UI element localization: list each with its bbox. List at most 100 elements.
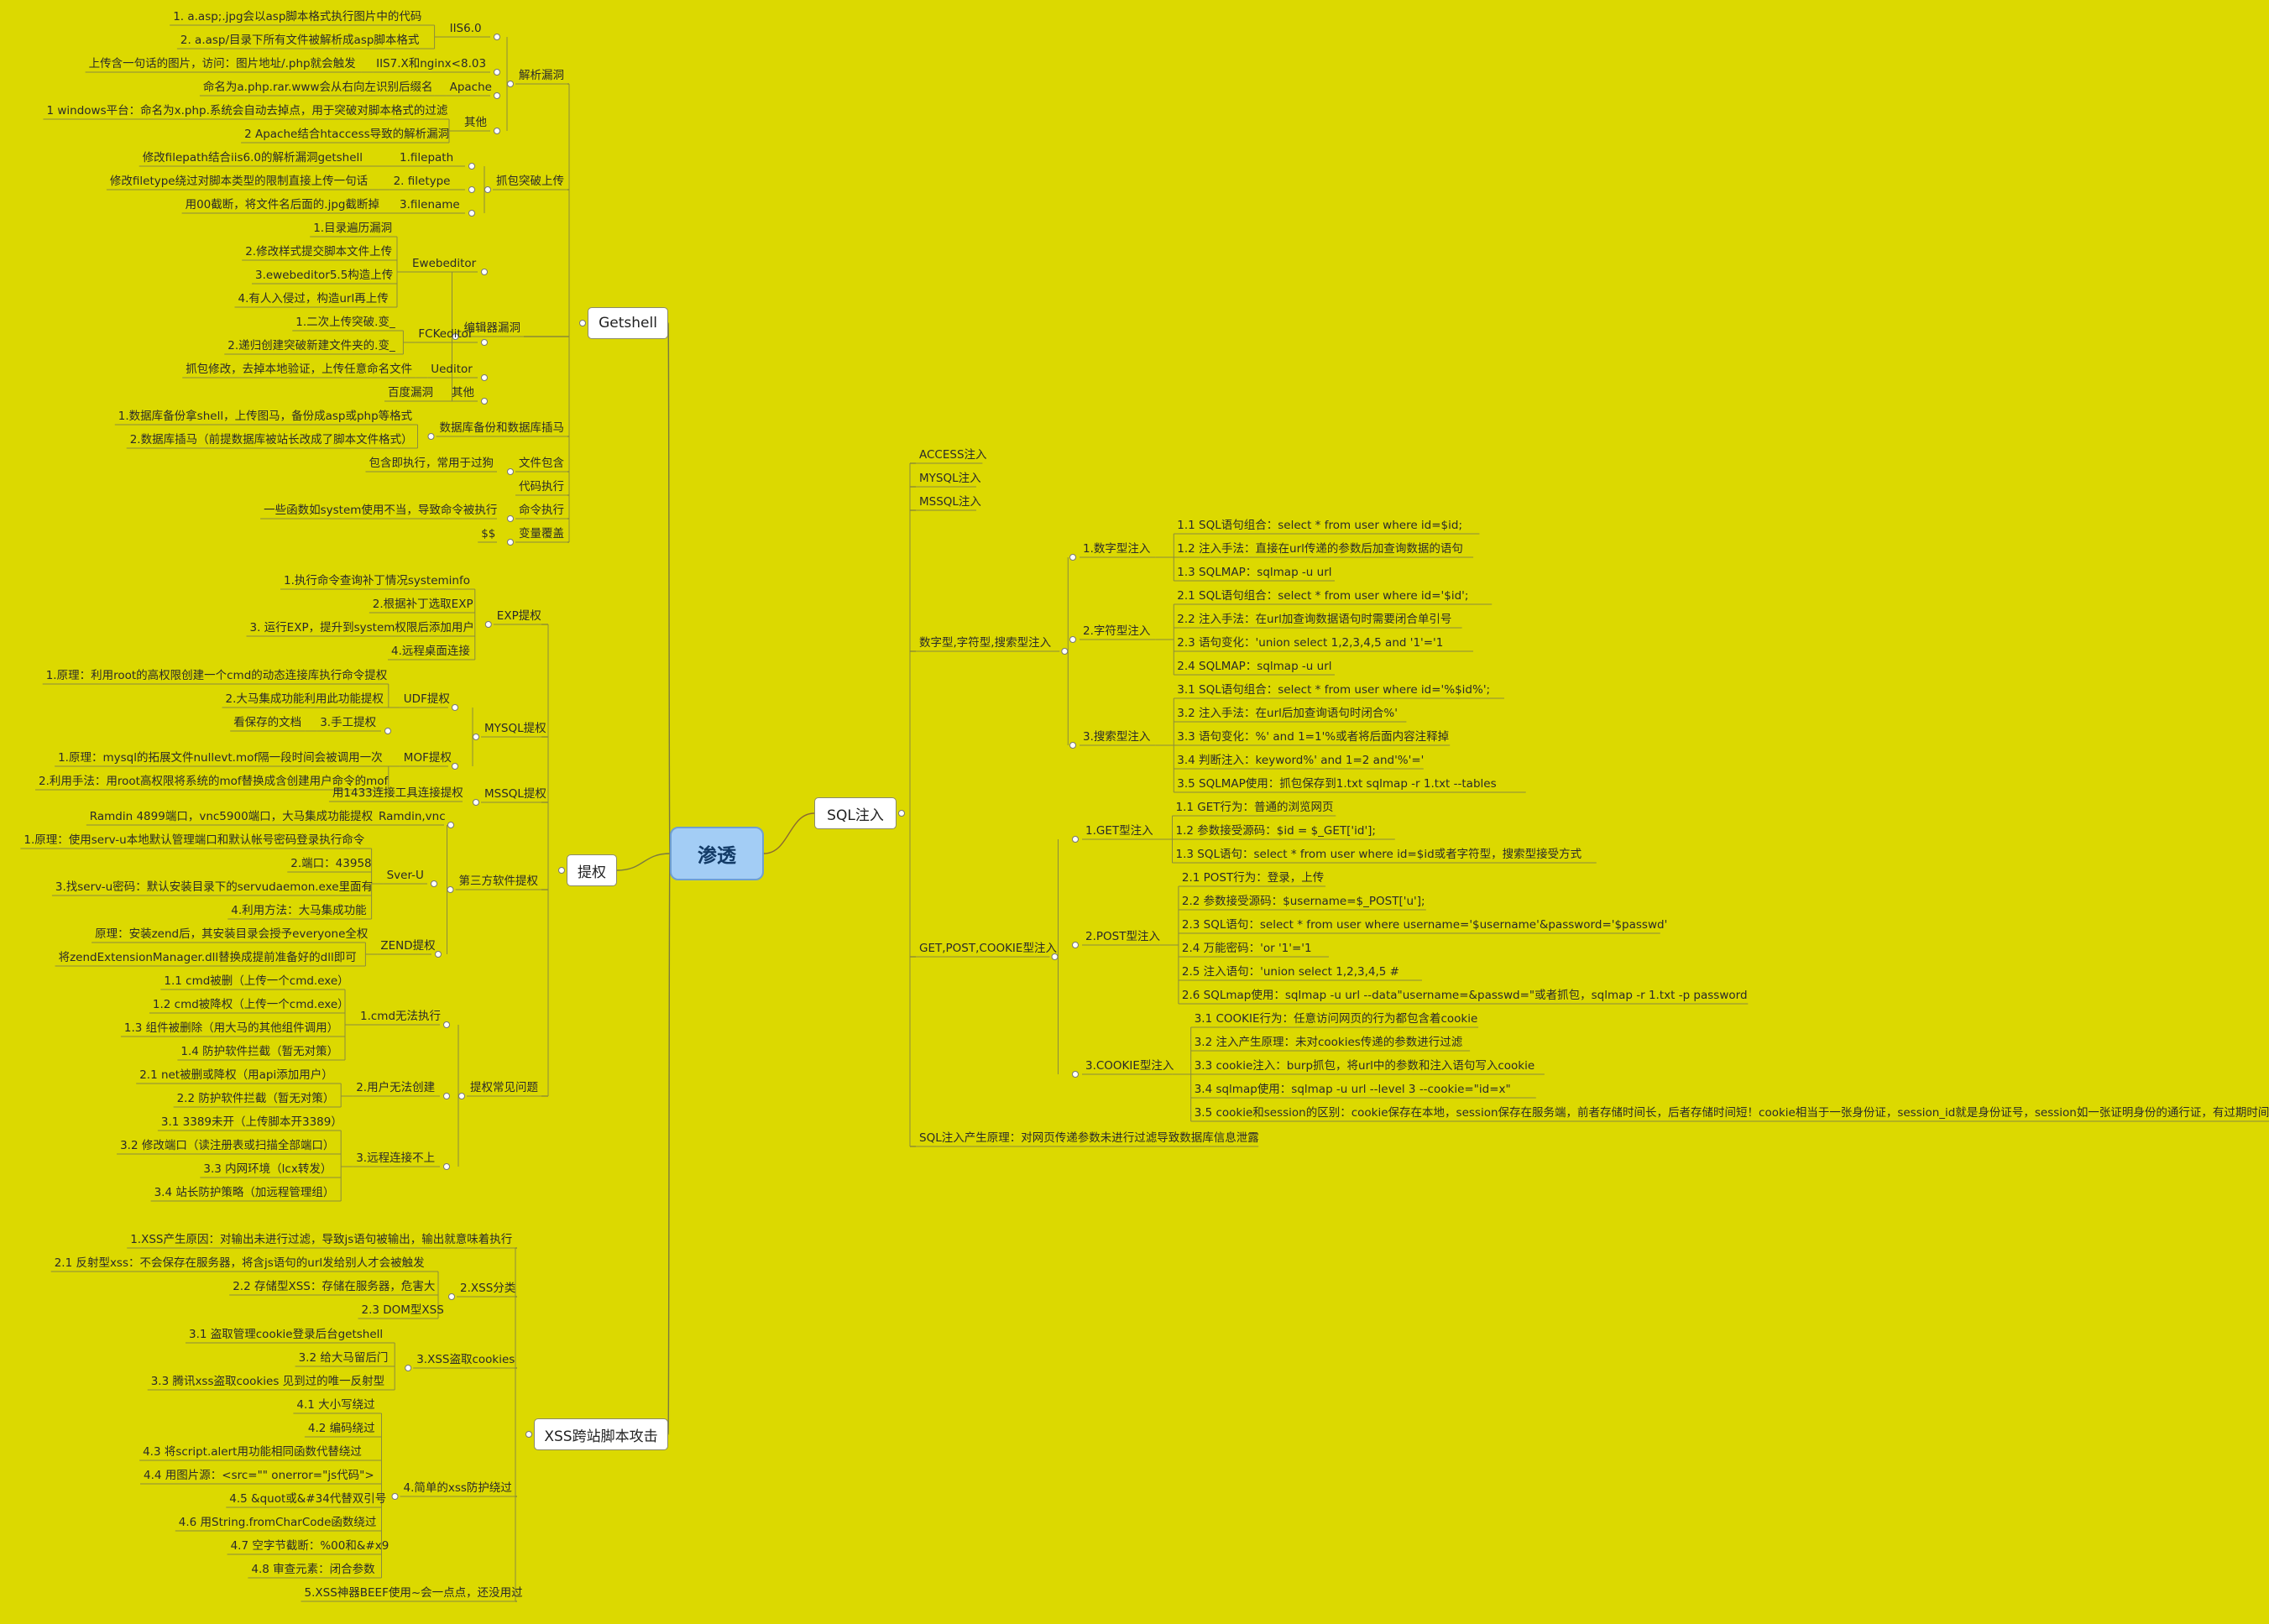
collapse-toggle[interactable]	[898, 810, 905, 817]
topic-0-0[interactable]: 解析漏洞	[519, 69, 564, 82]
collapse-toggle[interactable]	[558, 867, 565, 874]
leaf-1-3-1-2[interactable]: 3.找serv-u密码：默认安装目录下的servudaemon.exe里面有	[55, 880, 374, 894]
leaf-1-4-0-2[interactable]: 1.3 组件被删除（用大马的其他组件调用）	[123, 1021, 339, 1035]
leaf-3-4-2-2[interactable]: 3.3 cookie注入：burp抓包，将url中的参数和注入语句写入cooki…	[1194, 1059, 1535, 1073]
leaf-1-4-2-2[interactable]: 3.3 内网环境（lcx转发）	[203, 1162, 332, 1176]
collapse-toggle[interactable]	[494, 92, 500, 99]
collapse-toggle[interactable]	[447, 886, 454, 893]
leaf-2-2-2[interactable]: 3.3 腾讯xss盗取cookies 见到过的唯一反射型	[150, 1375, 385, 1388]
collapse-toggle[interactable]	[473, 734, 479, 740]
subtopic-3-4-0[interactable]: 1.GET型注入	[1085, 824, 1153, 838]
subtopic-1-3-2[interactable]: ZEND提权	[380, 939, 436, 953]
collapse-toggle[interactable]	[525, 1431, 532, 1438]
leaf-0-0-1-0[interactable]: 上传含一句话的图片，访问：图片地址/.php就会触发	[88, 57, 356, 70]
leaf-0-4-0[interactable]: 包含即执行，常用于过狗	[369, 457, 494, 470]
topic-0-1[interactable]: 抓包突破上传	[496, 175, 564, 188]
collapse-toggle[interactable]	[448, 1293, 455, 1300]
leaf-3-4-0-2[interactable]: 1.3 SQL语句：select * from user where id=$i…	[1175, 848, 1582, 861]
leaf-3-4-0-1[interactable]: 1.2 参数接受源码：$id = $_GET['id'];	[1175, 824, 1376, 838]
leaf-3-3-1-1[interactable]: 2.2 注入手法：在url加查询数据语句时需要闭合单引号	[1177, 613, 1452, 626]
topic-3-1[interactable]: MYSQL注入	[919, 472, 981, 485]
collapse-toggle[interactable]	[1072, 942, 1079, 948]
leaf-3-4-1-2[interactable]: 2.3 SQL语句：select * from user where usern…	[1181, 918, 1668, 932]
collapse-toggle[interactable]	[427, 433, 435, 440]
collapse-toggle[interactable]	[507, 81, 514, 87]
leaf-3-3-2-1[interactable]: 3.2 注入手法：在url后加查询语句时闭合%'	[1177, 707, 1398, 720]
leaf-3-4-1-0[interactable]: 2.1 POST行为：登录，上传	[1181, 871, 1325, 885]
topic-3-5[interactable]: SQL注入产生原理：对网页传递参数未进行过滤导致数据库信息泄露	[919, 1131, 1259, 1145]
leaf-0-3-1[interactable]: 2.数据库插马（前提数据库被站长改成了脚本文件格式）	[129, 433, 413, 446]
branch-3[interactable]: SQL注入	[814, 797, 897, 829]
collapse-toggle[interactable]	[391, 1493, 399, 1500]
leaf-2-3-3[interactable]: 4.4 用图片源：<src="" onerror="js代码">	[144, 1469, 374, 1482]
leaf-1-0-3[interactable]: 4.远程桌面连接	[391, 645, 470, 658]
leaf-2-3-0[interactable]: 4.1 大小写绕过	[296, 1398, 375, 1412]
topic-0-5[interactable]: 代码执行	[519, 480, 564, 493]
collapse-toggle[interactable]	[507, 515, 514, 522]
topic-3-3[interactable]: 数字型,字符型,搜索型注入	[919, 636, 1052, 650]
leaf-0-2-1-0[interactable]: 1.二次上传突破.变_	[295, 316, 395, 329]
topic-3-4[interactable]: GET,POST,COOKIE型注入	[919, 942, 1057, 955]
subtopic-0-1-2[interactable]: 3.filename	[400, 198, 460, 211]
leaf-3-3-2-2[interactable]: 3.3 语句变化：%' and 1=1'%或者将后面内容注释掉	[1177, 730, 1450, 744]
topic-0-7[interactable]: 变量覆盖	[519, 527, 564, 540]
topic-2-1[interactable]: 2.XSS分类	[460, 1282, 516, 1295]
leaf-1-3-2-0[interactable]: 原理：安装zend后，其安装目录会授予everyone全权	[95, 927, 369, 941]
collapse-toggle[interactable]	[447, 822, 454, 828]
topic-2-0[interactable]: 1.XSS产生原因：对输出未进行过滤，导致js语句被输出，输出就意味着执行	[130, 1233, 513, 1246]
leaf-3-4-2-0[interactable]: 3.1 COOKIE行为：任意访问网页的行为都包含着cookie	[1194, 1012, 1478, 1026]
collapse-toggle[interactable]	[452, 763, 458, 770]
subtopic-1-3-1[interactable]: Sver-U	[386, 869, 424, 882]
collapse-toggle[interactable]	[1072, 836, 1079, 843]
topic-2-4[interactable]: 5.XSS神器BEEF使用~会一点点，还没用过	[304, 1586, 523, 1600]
collapse-toggle[interactable]	[494, 34, 500, 40]
leaf-0-2-3-0[interactable]: 百度漏洞	[388, 386, 433, 399]
leaf-3-4-1-4[interactable]: 2.5 注入语句：'union select 1,2,3,4,5 #	[1181, 965, 1399, 979]
collapse-toggle[interactable]	[484, 621, 492, 628]
leaf-3-4-1-3[interactable]: 2.4 万能密码：'or '1'='1	[1181, 942, 1312, 955]
topic-2-3[interactable]: 4.简单的xss防护绕过	[403, 1481, 512, 1495]
collapse-toggle[interactable]	[458, 1093, 465, 1099]
leaf-0-0-3-1[interactable]: 2 Apache结合htaccess导致的解析漏洞	[244, 128, 450, 141]
leaf-1-1-2-1[interactable]: 2.利用手法：用root高权限将系统的mof替换成含创建用户命令的mof	[39, 775, 389, 788]
leaf-3-4-0-0[interactable]: 1.1 GET行为：普通的浏览网页	[1175, 801, 1334, 814]
collapse-toggle[interactable]	[494, 69, 500, 76]
collapse-toggle[interactable]	[1069, 742, 1076, 749]
leaf-2-2-0[interactable]: 3.1 盗取管理cookie登录后台getshell	[189, 1328, 384, 1341]
leaf-0-1-0-0[interactable]: 修改filepath结合iis6.0的解析漏洞getshell	[142, 151, 363, 164]
leaf-0-7-0[interactable]: $$	[481, 527, 496, 540]
topic-1-0[interactable]: EXP提权	[496, 609, 541, 623]
leaf-3-3-0-2[interactable]: 1.3 SQLMAP：sqlmap -u url	[1177, 566, 1332, 579]
leaf-3-4-2-1[interactable]: 3.2 注入产生原理：未对cookies传递的参数进行过滤	[1194, 1036, 1463, 1049]
leaf-1-3-2-1[interactable]: 将zendExtensionManager.dll替换成提前准备好的dll即可	[58, 951, 357, 964]
leaf-0-2-0-2[interactable]: 3.ewebeditor5.5构造上传	[255, 269, 394, 282]
leaf-0-2-2-0[interactable]: 抓包修改，去掉本地验证，上传任意命名文件	[186, 363, 413, 376]
leaf-0-1-1-0[interactable]: 修改filetype绕过对脚本类型的限制直接上传一句话	[109, 175, 369, 188]
collapse-toggle[interactable]	[1069, 554, 1076, 561]
topic-0-2[interactable]: 编辑器漏洞	[463, 321, 521, 335]
collapse-toggle[interactable]	[405, 1365, 412, 1371]
leaf-1-4-2-3[interactable]: 3.4 站长防护策略（加远程管理组）	[154, 1186, 335, 1199]
collapse-toggle[interactable]	[443, 1021, 450, 1028]
topic-2-2[interactable]: 3.XSS盗取cookies	[416, 1353, 515, 1366]
leaf-3-3-0-0[interactable]: 1.1 SQL语句组合：select * from user where id=…	[1177, 519, 1463, 532]
subtopic-3-3-0[interactable]: 1.数字型注入	[1083, 542, 1151, 556]
leaf-0-2-0-1[interactable]: 2.修改样式提交脚本文件上传	[245, 245, 393, 258]
root-node[interactable]: 渗透	[670, 827, 764, 880]
subtopic-3-3-2[interactable]: 3.搜索型注入	[1083, 730, 1151, 744]
leaf-0-3-0[interactable]: 1.数据库备份拿shell，上传图马，备份成asp或php等格式	[118, 410, 413, 423]
leaf-1-4-2-1[interactable]: 3.2 修改端口（读注册表或扫描全部端口）	[120, 1139, 335, 1152]
subtopic-0-0-3[interactable]: 其他	[464, 116, 487, 129]
subtopic-1-1-1[interactable]: 3.手工提权	[320, 716, 377, 729]
leaf-0-0-0-0[interactable]: 1. a.asp;.jpg会以asp脚本格式执行图片中的代码	[173, 10, 422, 23]
leaf-2-3-4[interactable]: 4.5 &quot或&#34代替双引号	[229, 1492, 387, 1506]
leaf-1-3-1-0[interactable]: 1.原理：使用serv-u本地默认管理端口和默认帐号密码登录执行命令	[24, 833, 365, 847]
leaf-1-0-0[interactable]: 1.执行命令查询补丁情况systeminfo	[284, 574, 471, 587]
collapse-toggle[interactable]	[443, 1163, 450, 1170]
leaf-2-3-7[interactable]: 4.8 审查元素：闭合参数	[251, 1563, 375, 1576]
subtopic-0-0-0[interactable]: IIS6.0	[449, 22, 482, 35]
collapse-toggle[interactable]	[1061, 648, 1069, 655]
collapse-toggle[interactable]	[481, 374, 488, 381]
leaf-1-4-1-1[interactable]: 2.2 防护软件拦截（暂无对策）	[176, 1092, 335, 1105]
branch-2[interactable]: XSS跨站脚本攻击	[534, 1418, 668, 1450]
